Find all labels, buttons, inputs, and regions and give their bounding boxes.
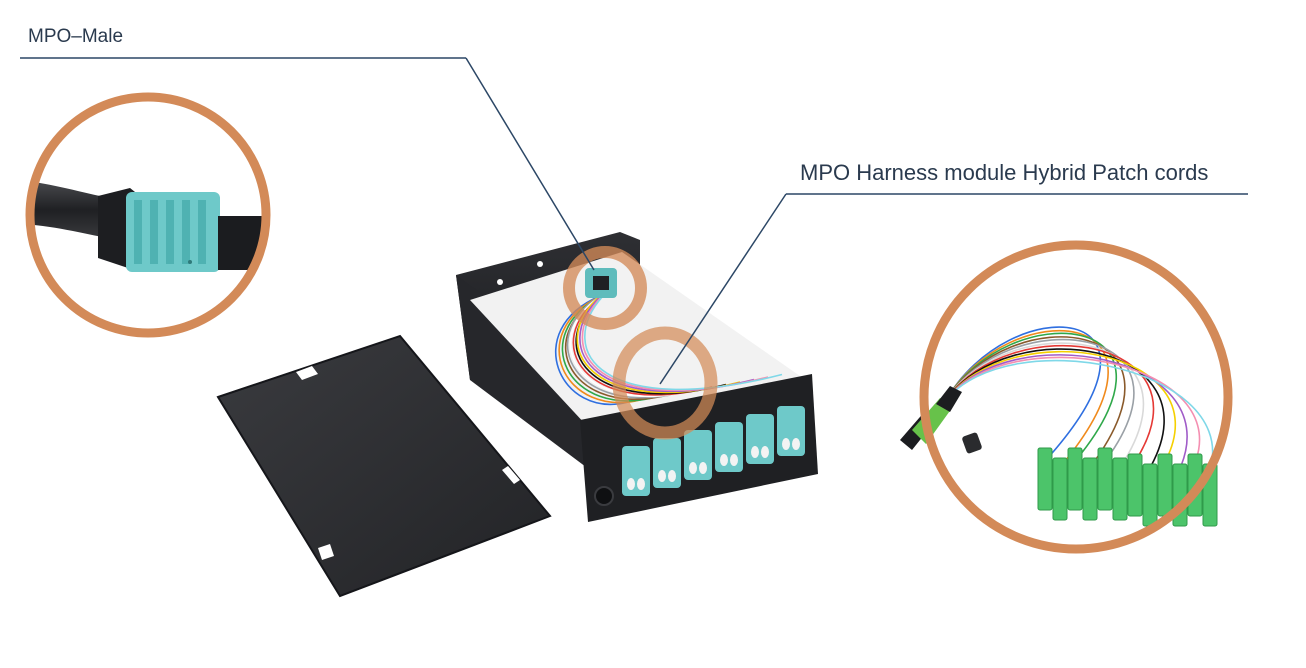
green-connector — [1112, 457, 1128, 521]
breakout-fiber — [945, 326, 1102, 461]
breakout-fiber — [945, 354, 1188, 467]
hybrid-patch-cord-inset — [892, 240, 1256, 554]
green-connector — [1052, 457, 1068, 521]
highlight-ring-harness — [612, 326, 718, 440]
breakout-fiber — [945, 359, 1214, 467]
green-connector — [1127, 453, 1143, 517]
breakout-fiber — [945, 342, 1145, 467]
breakout-fiber — [945, 336, 1126, 467]
lc-adapter — [684, 430, 712, 480]
lc-adapter-row — [622, 406, 805, 496]
breakout-fibers — [945, 326, 1214, 467]
green-connector — [1157, 453, 1173, 517]
lc-adapter — [777, 406, 805, 456]
breakout-fiber — [945, 332, 1117, 461]
green-connector — [1067, 447, 1083, 511]
breakout-fiber — [945, 329, 1109, 467]
highlight-ring — [25, 92, 271, 338]
breakout-fiber — [945, 344, 1155, 461]
lc-adapter — [746, 414, 774, 464]
highlight-ring — [919, 240, 1233, 554]
breakout-fiber — [945, 356, 1200, 461]
module-lid — [216, 334, 552, 598]
breakout-fiber — [945, 350, 1176, 461]
lc-adapter — [653, 438, 681, 488]
mpo-male-inset — [25, 92, 271, 338]
lc-adapter — [715, 422, 743, 472]
green-sc-connectors — [1037, 447, 1218, 527]
dust-cap — [962, 432, 982, 454]
green-connector — [1037, 447, 1053, 511]
green-connector — [1082, 457, 1098, 521]
lc-adapter — [622, 446, 650, 496]
thumb-screw — [594, 486, 614, 506]
mpo-connector-green — [912, 398, 952, 444]
green-connector — [1097, 447, 1113, 511]
highlight-ring-mpo — [563, 246, 647, 330]
mpo-male-connector-image — [30, 97, 266, 333]
callout-label-harness: MPO Harness module Hybrid Patch cords — [800, 160, 1209, 185]
breakout-fiber — [945, 338, 1135, 461]
callout-label-mpo-male: MPO–Male — [28, 26, 124, 47]
leader-lines — [20, 57, 1248, 385]
green-connector — [1142, 463, 1158, 527]
breakout-fiber — [945, 348, 1165, 467]
